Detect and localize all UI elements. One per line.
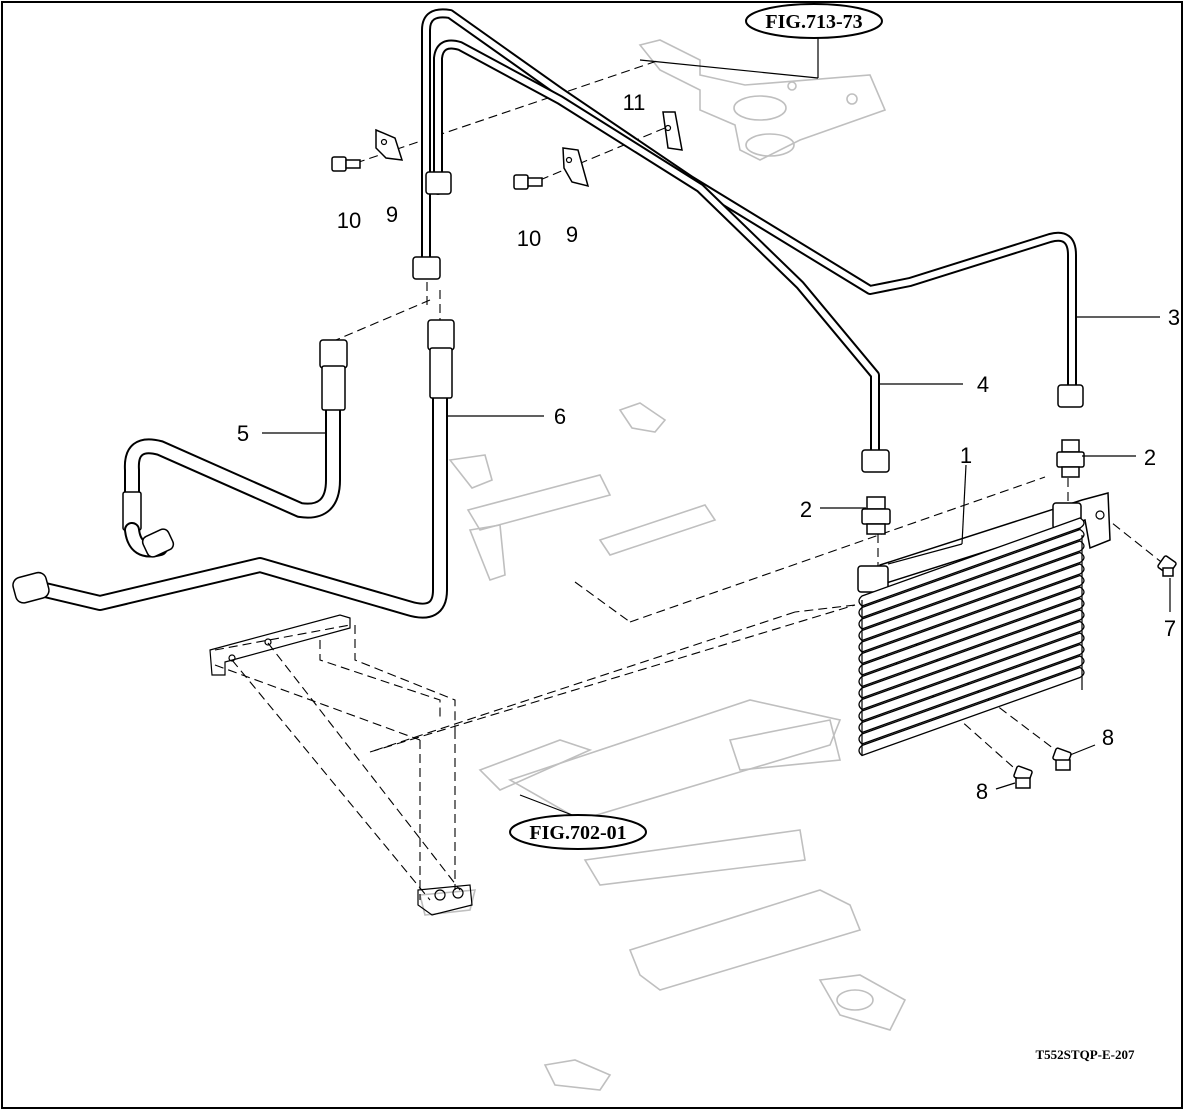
callout-6: 6 — [554, 404, 566, 429]
cooler-fin — [858, 517, 1085, 607]
pipe-4-nut — [425, 171, 452, 195]
pipe-4 — [433, 39, 880, 460]
ghost-frame — [418, 39, 907, 1091]
callout-9-right: 9 — [566, 222, 578, 247]
bolt-7 — [1157, 555, 1177, 577]
adapter-2-left — [861, 496, 891, 535]
adapter-2-right — [1056, 439, 1085, 478]
cooler-fin — [858, 528, 1085, 619]
callout-3: 3 — [1168, 305, 1180, 330]
bolt-10-left — [331, 156, 361, 172]
fig-ref-top-label: FIG.713-73 — [765, 11, 862, 33]
callout-11: 11 — [623, 90, 646, 115]
callout-8-right: 8 — [1102, 725, 1114, 750]
oil-cooler — [857, 492, 1111, 757]
callout-2-left: 2 — [800, 497, 812, 522]
pipe-3-end-nut — [1057, 384, 1084, 408]
bolt-8-left — [1013, 765, 1033, 789]
fig-ref-bottom-label: FIG.702-01 — [529, 822, 626, 844]
callout-numbers: 1 2 2 3 4 5 6 7 8 8 9 9 10 10 11 — [237, 90, 1180, 804]
bolt-8-right — [1052, 747, 1072, 771]
pipe-3 — [421, 8, 1077, 395]
clamp-11 — [662, 111, 683, 151]
clamp-9-right — [562, 147, 590, 188]
leader-lines — [262, 38, 1171, 819]
callout-2-right: 2 — [1144, 445, 1156, 470]
callout-7: 7 — [1164, 616, 1176, 641]
hose-6 — [12, 319, 455, 619]
callout-1: 1 — [960, 443, 972, 468]
mounting-bracket — [209, 614, 473, 916]
callout-4: 4 — [977, 372, 989, 397]
assembly-dashed-lines — [214, 59, 1166, 901]
pipe-4-end-nut — [861, 449, 890, 473]
fig-ref-top[interactable]: FIG.713-73 — [745, 3, 883, 39]
callout-10-right: 10 — [517, 226, 541, 251]
bolt-10-right — [513, 174, 543, 190]
fig-ref-bottom[interactable]: FIG.702-01 — [509, 814, 647, 850]
callout-10-left: 10 — [337, 208, 361, 233]
drawing-code: T552STQP-E-207 — [1036, 1047, 1135, 1062]
hose-5 — [122, 339, 348, 558]
clamp-9-left — [375, 128, 404, 161]
callout-5: 5 — [237, 421, 249, 446]
callout-8-left: 8 — [976, 779, 988, 804]
callout-9-left: 9 — [386, 202, 398, 227]
pipe-3-nut — [412, 256, 441, 280]
